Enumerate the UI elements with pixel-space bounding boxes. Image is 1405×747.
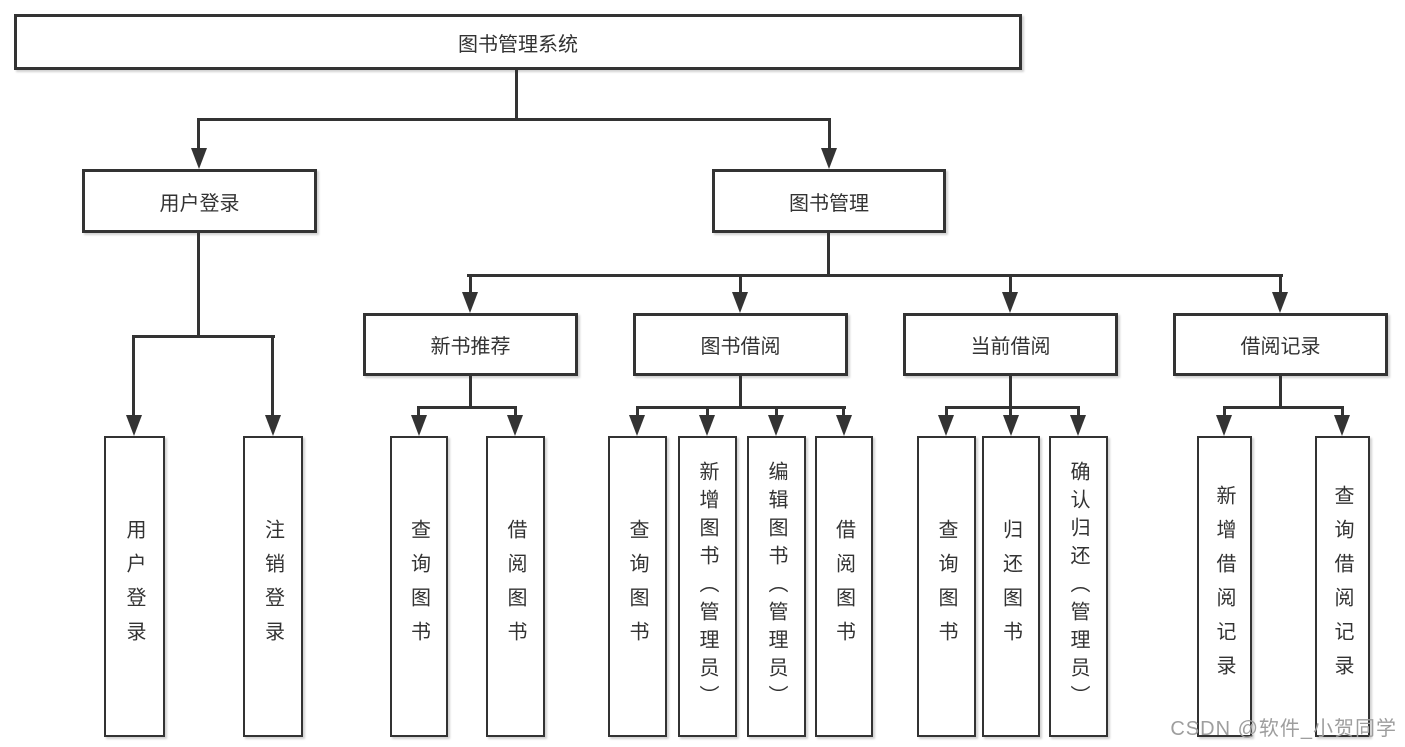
node-new-book-recommend-label: 新书推荐 [430, 336, 511, 358]
leaf-logout: 注销登录 [243, 436, 303, 737]
node-user-login-label: 用户登录 [159, 192, 240, 215]
leaf-confirm-return: 确认归还（管理员） [1049, 436, 1108, 737]
arrow-down-icon [699, 415, 715, 436]
connector-current-borrow-bus [945, 406, 1080, 409]
connector-to-newbooks-borrow [514, 406, 517, 418]
arrow-down-icon [411, 415, 427, 436]
arrow-down-icon [1272, 292, 1288, 313]
arrow-down-icon [1070, 415, 1086, 436]
leaf-add-record-label: 新增借阅记录 [1213, 484, 1235, 689]
leaf-borrow-query-label: 查询图书 [626, 518, 648, 655]
leaf-confirm-return-label: 确认归还（管理员） [1067, 460, 1089, 713]
leaf-borrow-edit-book: 编辑图书（管理员） [747, 436, 806, 737]
leaf-newbooks-borrow: 借阅图书 [486, 436, 545, 737]
connector-to-book-management [828, 118, 831, 152]
connector-book-borrow-bus [636, 406, 846, 409]
connector-to-current-query [945, 406, 948, 418]
arrow-down-icon [191, 148, 207, 169]
connector-book-borrow-stub [739, 376, 742, 408]
arrow-down-icon [126, 415, 142, 436]
node-new-book-recommend: 新书推荐 [363, 313, 578, 376]
connector-to-return-book [1009, 406, 1012, 418]
connector-borrow-records-bus [1223, 406, 1344, 409]
leaf-borrow-book: 借阅图书 [815, 436, 873, 737]
arrow-down-icon [938, 415, 954, 436]
node-user-login: 用户登录 [82, 169, 317, 233]
leaf-newbooks-query: 查询图书 [390, 436, 448, 737]
arrow-down-icon [1002, 292, 1018, 313]
arrow-down-icon [1216, 415, 1232, 436]
leaf-borrow-book-label: 借阅图书 [832, 518, 855, 655]
connector-to-leaf-user-login [132, 335, 135, 417]
connector-to-add-record [1223, 406, 1226, 418]
arrow-down-icon [265, 415, 281, 436]
connector-new-book-stub [469, 376, 472, 408]
arrow-down-icon [1334, 415, 1350, 436]
connector-new-book-bus [417, 406, 517, 409]
leaf-borrow-add-book-label: 新增图书（管理员） [696, 460, 718, 713]
connector-to-borrow-book [842, 406, 845, 418]
node-book-management-label: 图书管理 [789, 192, 869, 215]
leaf-borrow-edit-book-label: 编辑图书（管理员） [765, 460, 787, 713]
leaf-newbooks-borrow-label: 借阅图书 [504, 518, 526, 655]
csdn-watermark: CSDN @软件_小贺同学 [1170, 718, 1397, 740]
arrow-down-icon [462, 292, 478, 313]
arrow-down-icon [629, 415, 645, 436]
leaf-return-book: 归还图书 [982, 436, 1040, 737]
node-book-borrow-label: 图书借阅 [700, 336, 781, 358]
connector-level2-bus [197, 118, 831, 121]
arrow-down-icon [768, 415, 784, 436]
arrow-down-icon [836, 415, 852, 436]
connector-to-user-login [197, 118, 200, 152]
node-root-label: 图书管理系统 [458, 33, 578, 56]
connector-to-newbooks-query [417, 406, 420, 418]
arrow-down-icon [1003, 415, 1019, 436]
leaf-return-book-label: 归还图书 [999, 518, 1022, 655]
connector-to-borrow-edit [775, 406, 778, 418]
connector-borrow-records-stub [1279, 376, 1282, 408]
node-current-borrow-label: 当前借阅 [970, 336, 1051, 358]
leaf-query-record-label: 查询借阅记录 [1331, 484, 1353, 689]
arrow-down-icon [821, 148, 837, 169]
connector-to-new-book-recommend [469, 274, 472, 296]
leaf-borrow-add-book: 新增图书（管理员） [678, 436, 737, 737]
node-book-management: 图书管理 [712, 169, 946, 233]
connector-current-borrow-stub [1009, 376, 1012, 408]
connector-to-confirm-return [1077, 406, 1080, 418]
leaf-user-login-label: 用户登录 [123, 518, 145, 655]
leaf-newbooks-query-label: 查询图书 [407, 518, 430, 655]
leaf-logout-label: 注销登录 [261, 518, 284, 655]
connector-to-borrow-query [636, 406, 639, 418]
connector-to-borrow-records [1279, 274, 1282, 296]
arrow-down-icon [507, 415, 523, 436]
connector-root-stub [515, 69, 518, 120]
node-book-borrow: 图书借阅 [633, 313, 848, 376]
connector-to-book-borrow [739, 274, 742, 296]
node-borrow-records-label: 借阅记录 [1240, 336, 1321, 358]
connector-user-login-bus [132, 335, 275, 338]
connector-to-borrow-add [706, 406, 709, 418]
connector-to-query-record [1341, 406, 1344, 418]
leaf-add-record: 新增借阅记录 [1197, 436, 1252, 737]
leaf-current-query: 查询图书 [917, 436, 976, 737]
arrow-down-icon [732, 292, 748, 313]
leaf-user-login: 用户登录 [104, 436, 165, 737]
node-borrow-records: 借阅记录 [1173, 313, 1388, 376]
node-current-borrow: 当前借阅 [903, 313, 1118, 376]
connector-user-login-stub [197, 233, 200, 337]
connector-level3-bus [467, 274, 1283, 277]
connector-to-leaf-logout [271, 335, 274, 417]
leaf-query-record: 查询借阅记录 [1315, 436, 1370, 737]
leaf-current-query-label: 查询图书 [935, 518, 957, 655]
leaf-borrow-query: 查询图书 [608, 436, 667, 737]
connector-book-management-stub [827, 233, 830, 276]
connector-to-current-borrow [1009, 274, 1012, 296]
node-root: 图书管理系统 [14, 14, 1022, 70]
